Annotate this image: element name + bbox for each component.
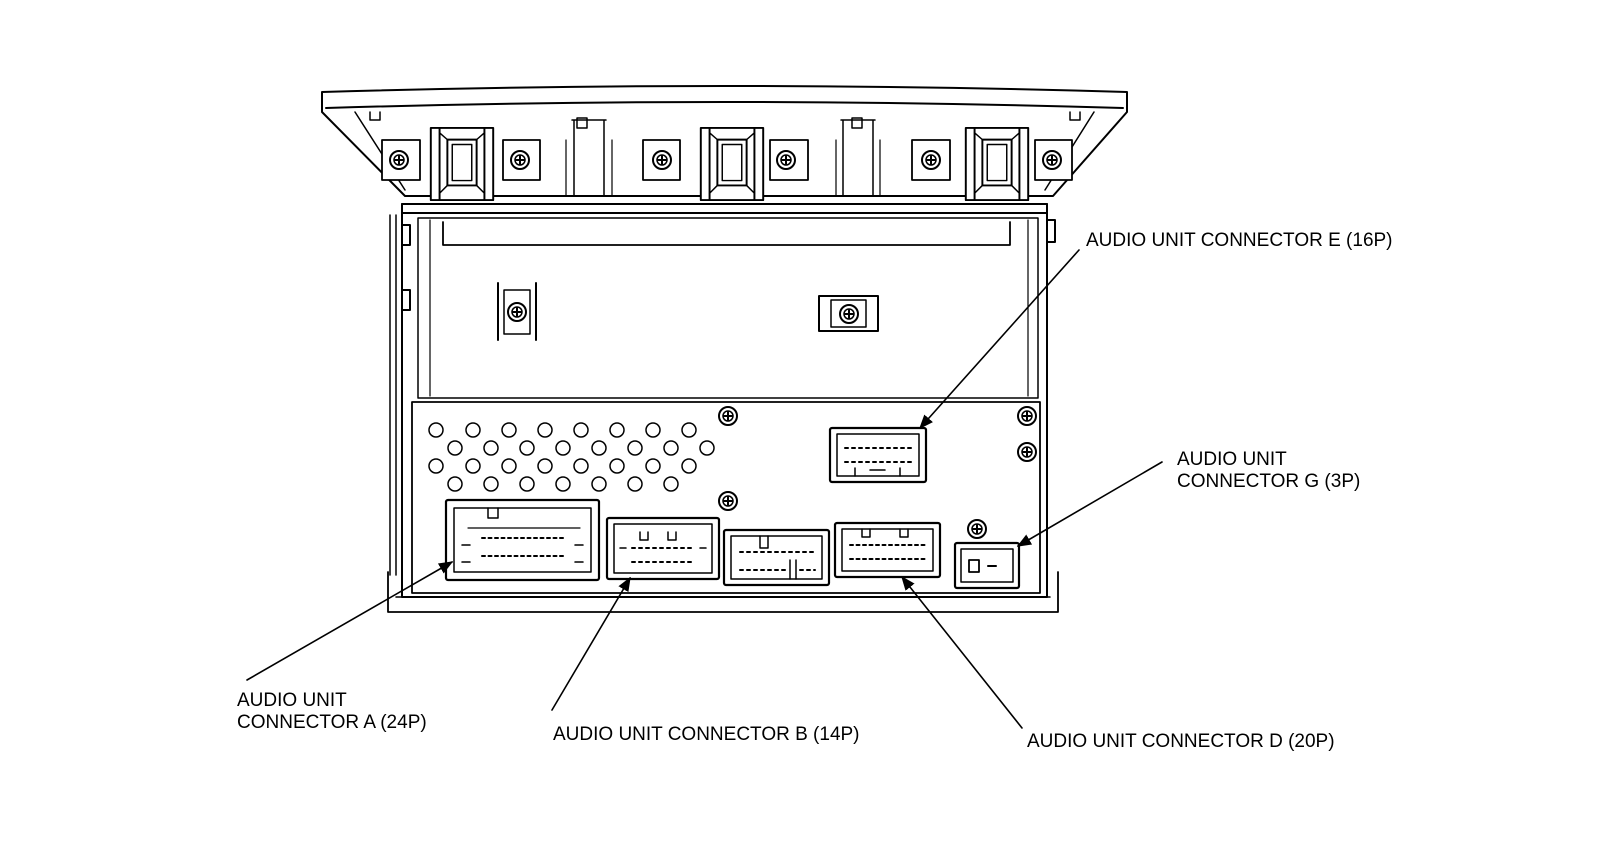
- front-bezel: [321, 85, 1128, 202]
- leader-lines: [246, 249, 1163, 729]
- label-connector-e-line1: AUDIO UNIT CONNECTOR E (16P): [1086, 230, 1393, 251]
- label-connector-d: AUDIO UNIT CONNECTOR D (20P): [1027, 731, 1335, 753]
- label-connector-d-line1: AUDIO UNIT CONNECTOR D (20P): [1027, 731, 1335, 752]
- leader-line-e: [919, 249, 1080, 430]
- label-connector-e: AUDIO UNIT CONNECTOR E (16P): [1086, 230, 1393, 252]
- vent-holes: [428, 422, 715, 492]
- connector-d: [833, 521, 942, 579]
- leader-line-g: [1016, 461, 1163, 547]
- label-connector-b-line1: AUDIO UNIT CONNECTOR B (14P): [553, 724, 860, 745]
- label-connector-b: AUDIO UNIT CONNECTOR B (14P): [553, 724, 860, 746]
- label-connector-g: AUDIO UNIT CONNECTOR G (3P): [1177, 449, 1360, 493]
- connector-a: [444, 498, 601, 582]
- label-connector-a: AUDIO UNIT CONNECTOR A (24P): [237, 690, 427, 734]
- label-connector-g-line2: CONNECTOR G (3P): [1177, 471, 1361, 492]
- leader-line-d: [901, 575, 1023, 729]
- leader-line-b: [551, 576, 631, 711]
- leader-line-a: [246, 561, 454, 681]
- connector-c: [722, 528, 831, 587]
- label-connector-a-line1: AUDIO UNIT: [237, 690, 347, 711]
- label-connector-g-line1: AUDIO UNIT: [1177, 449, 1287, 470]
- label-connector-a-line2: CONNECTOR A (24P): [237, 712, 427, 733]
- connector-g: [953, 541, 1021, 590]
- connector-e: [828, 426, 928, 484]
- connector-b: [605, 516, 721, 581]
